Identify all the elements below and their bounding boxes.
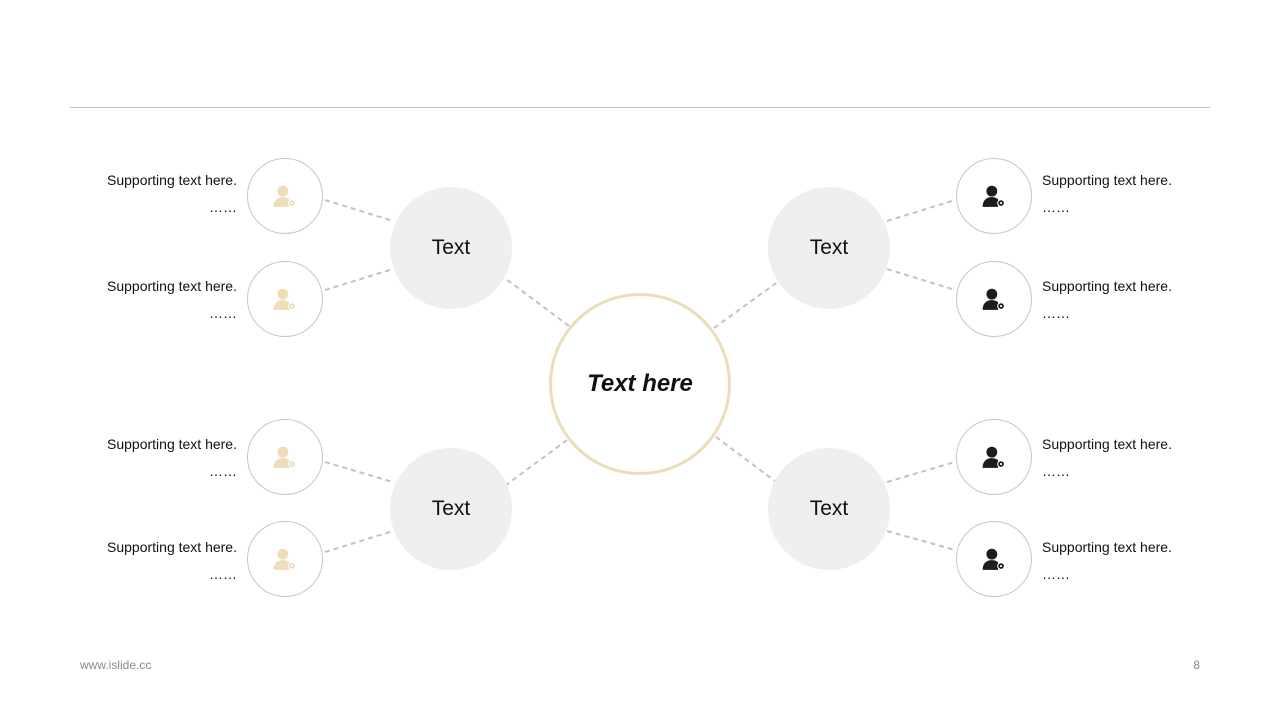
connector-tl-leaf-2 xyxy=(324,268,394,291)
supporting-ellipsis: …… xyxy=(1042,199,1070,215)
page-number: 8 xyxy=(1193,658,1200,672)
connector-center-br xyxy=(715,436,776,482)
branch-label: Text xyxy=(809,497,849,520)
connector-tl-leaf-1 xyxy=(324,199,394,222)
leaf-text-tr-1: Supporting text here. …… xyxy=(1042,167,1172,221)
supporting-ellipsis: …… xyxy=(1042,305,1070,321)
leaf-node-tl-1 xyxy=(247,158,323,234)
branch-node-bottom-left: Text xyxy=(390,448,512,570)
leaf-node-br-2 xyxy=(956,521,1032,597)
leaf-text-tl-1: Supporting text here. …… xyxy=(107,167,237,221)
connector-tr-leaf-2 xyxy=(886,268,956,291)
supporting-text: Supporting text here. xyxy=(107,278,237,294)
leaf-text-br-2: Supporting text here. …… xyxy=(1042,534,1172,588)
supporting-text: Supporting text here. xyxy=(107,436,237,452)
leaf-text-br-1: Supporting text here. …… xyxy=(1042,431,1172,485)
user-settings-icon xyxy=(273,288,296,310)
branch-node-top-right: Text xyxy=(768,187,890,309)
supporting-text: Supporting text here. xyxy=(107,172,237,188)
leaf-text-tl-2: Supporting text here. …… xyxy=(107,273,237,327)
supporting-ellipsis: …… xyxy=(209,463,237,479)
leaf-text-tr-2: Supporting text here. …… xyxy=(1042,273,1172,327)
supporting-ellipsis: …… xyxy=(209,305,237,321)
supporting-ellipsis: …… xyxy=(209,199,237,215)
center-node: Text here xyxy=(549,293,731,475)
branch-label: Text xyxy=(809,236,849,259)
connector-center-tr xyxy=(713,280,780,329)
leaf-node-tr-2 xyxy=(956,261,1032,337)
supporting-ellipsis: …… xyxy=(209,566,237,582)
leaf-text-bl-2: Supporting text here. …… xyxy=(107,534,237,588)
connector-br-leaf-1 xyxy=(886,461,956,483)
footer-url[interactable]: www.islide.cc xyxy=(80,658,152,672)
leaf-node-tr-1 xyxy=(956,158,1032,234)
leaf-node-tl-2 xyxy=(247,261,323,337)
connector-br-leaf-2 xyxy=(886,530,956,551)
supporting-text: Supporting text here. xyxy=(107,539,237,555)
branch-label: Text xyxy=(431,497,471,520)
supporting-ellipsis: …… xyxy=(1042,566,1070,582)
user-settings-icon xyxy=(273,185,296,207)
supporting-text: Supporting text here. xyxy=(1042,172,1172,188)
supporting-text: Supporting text here. xyxy=(1042,436,1172,452)
user-settings-icon xyxy=(982,288,1005,310)
connector-bl-leaf-1 xyxy=(324,461,394,483)
center-label: Text here xyxy=(587,370,693,397)
connector-center-tl xyxy=(505,278,570,327)
leaf-node-br-1 xyxy=(956,419,1032,495)
branch-node-top-left: Text xyxy=(390,187,512,309)
leaf-text-bl-1: Supporting text here. …… xyxy=(107,431,237,485)
leaf-node-bl-1 xyxy=(247,419,323,495)
supporting-text: Supporting text here. xyxy=(1042,278,1172,294)
branch-node-bottom-right: Text xyxy=(768,448,890,570)
user-settings-icon xyxy=(273,446,296,468)
user-settings-icon xyxy=(273,548,296,570)
user-settings-icon xyxy=(982,548,1005,570)
connector-center-bl xyxy=(505,439,568,486)
user-settings-icon xyxy=(982,185,1005,207)
supporting-text: Supporting text here. xyxy=(1042,539,1172,555)
leaf-node-bl-2 xyxy=(247,521,323,597)
user-settings-icon xyxy=(982,446,1005,468)
supporting-ellipsis: …… xyxy=(1042,463,1070,479)
connector-bl-leaf-2 xyxy=(324,530,394,553)
branch-label: Text xyxy=(431,236,471,259)
top-divider xyxy=(70,107,1210,108)
connector-tr-leaf-1 xyxy=(886,199,956,222)
